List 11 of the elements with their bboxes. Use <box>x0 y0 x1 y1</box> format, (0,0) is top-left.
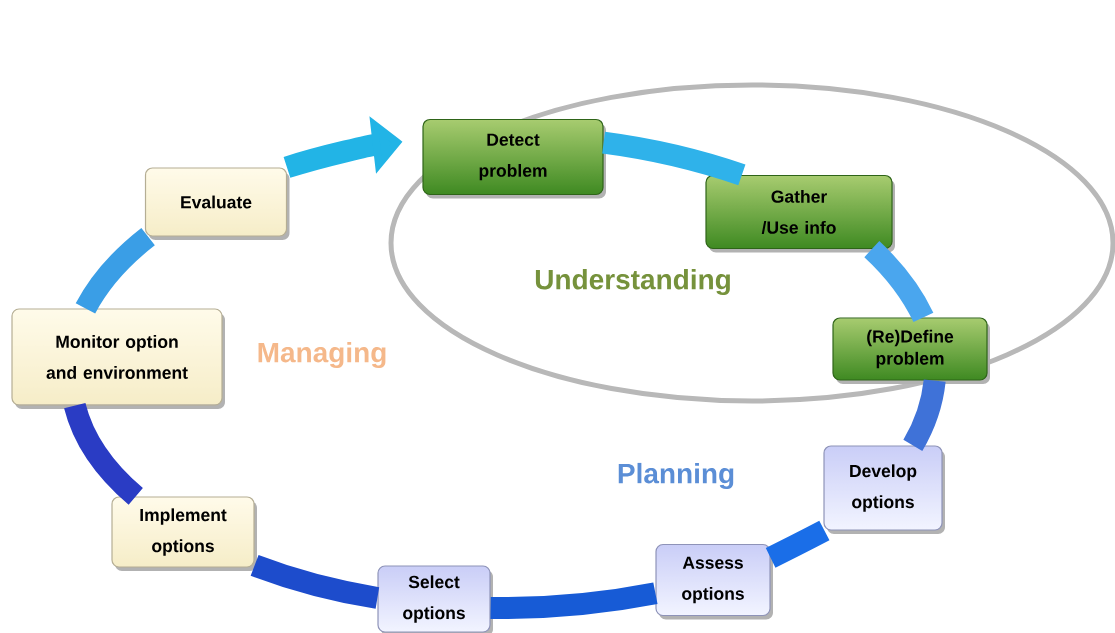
process-box: Implement options <box>111 496 257 571</box>
process-box: Monitor option and environment <box>11 308 225 409</box>
process-box: Evaluate <box>144 167 290 240</box>
process-box: Gather /Use info <box>705 174 895 253</box>
process-box: Select options <box>377 565 493 633</box>
section-label: Managing <box>258 341 386 369</box>
process-box: Assess options <box>655 543 773 620</box>
section-label: Planning <box>618 462 734 490</box>
process-box: (Re)Define problem <box>832 317 990 384</box>
process-box: Detect problem <box>422 118 606 199</box>
process-box: Develop options <box>823 445 945 534</box>
